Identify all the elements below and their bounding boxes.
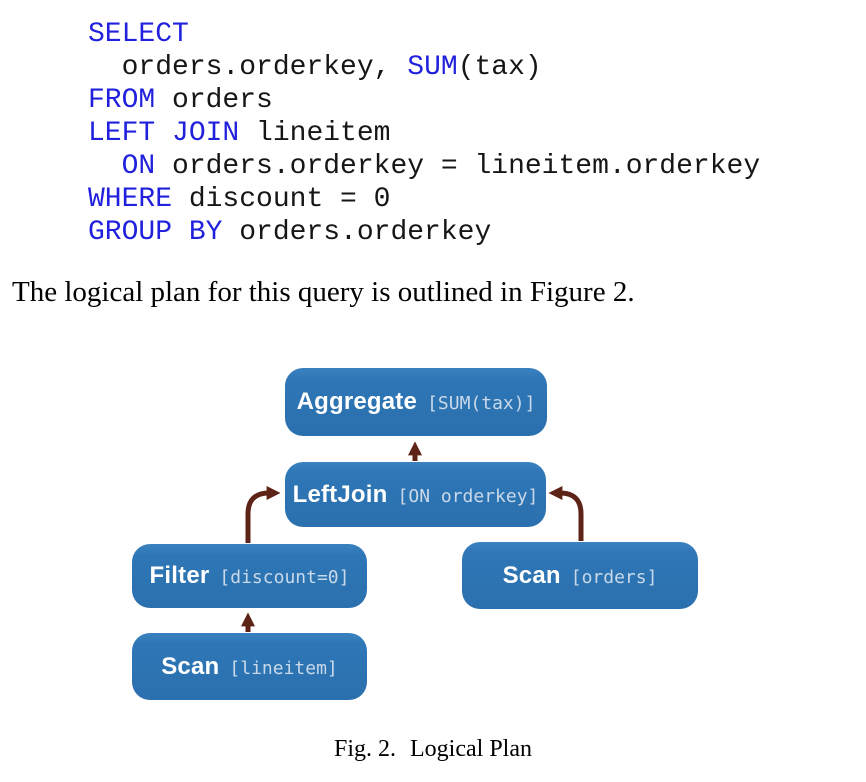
node-annotation: [orders] (570, 566, 658, 588)
sql-text: discount = 0 (172, 184, 391, 215)
sql-text: orders.orderkey = lineitem.orderkey (155, 151, 761, 182)
sql-text: lineitem (239, 118, 391, 149)
sql-line: orders.orderkey, SUM(tax) (88, 51, 760, 84)
sql-line: SELECT (88, 18, 760, 51)
sql-code-block: SELECT orders.orderkey, SUM(tax)FROM ord… (88, 18, 760, 249)
node-annotation: [ON orderkey] (397, 485, 539, 507)
sql-text (88, 151, 122, 182)
figure-caption-number: Fig. 2. (334, 736, 397, 762)
node-annotation: [discount=0] (219, 567, 350, 588)
node-label: Filter (149, 562, 210, 589)
sql-keyword: LEFT JOIN (88, 118, 240, 149)
node-label: Aggregate (296, 388, 418, 415)
edge-scan-orders-to-leftjoin (548, 486, 584, 541)
sql-keyword: GROUP BY (88, 217, 223, 248)
sql-keyword: FROM (88, 85, 156, 116)
sql-line: WHERE discount = 0 (88, 183, 760, 216)
edge-filter-to-leftjoin (245, 486, 281, 543)
node-annotation: [SUM(tax)] (427, 393, 536, 414)
sql-line: ON orders.orderkey = lineitem.orderkey (88, 150, 761, 183)
node-annotation: [lineitem] (229, 657, 338, 679)
sql-keyword: ON (121, 151, 156, 182)
sql-keyword: SELECT (88, 19, 189, 50)
plan-node-scan-lineitem: Scan [lineitem] (132, 633, 367, 700)
node-label: Scan (502, 561, 561, 589)
paragraph-text: The logical plan for this query is outli… (12, 276, 635, 308)
sql-keyword: SUM (407, 52, 458, 83)
figure-caption-title: Logical Plan (410, 736, 532, 762)
plan-node-filter: Filter [discount=0] (132, 544, 367, 608)
sql-text: (tax) (457, 52, 542, 83)
sql-line: LEFT JOIN lineitem (88, 117, 760, 150)
sql-keyword: WHERE (88, 184, 173, 215)
sql-line: GROUP BY orders.orderkey (88, 216, 760, 249)
sql-text: orders (155, 85, 273, 116)
figure-caption: Fig. 2. Logical Plan (0, 736, 866, 763)
plan-node-aggregate: Aggregate [SUM(tax)] (285, 368, 547, 436)
sql-line: FROM orders (88, 84, 760, 117)
sql-text: orders.orderkey (222, 217, 492, 248)
sql-text: orders.orderkey, (88, 52, 408, 83)
plan-node-leftjoin: LeftJoin [ON orderkey] (285, 462, 546, 527)
node-label: LeftJoin (292, 480, 388, 508)
plan-node-scan-orders: Scan [orders] (462, 542, 698, 609)
node-label: Scan (161, 652, 220, 680)
